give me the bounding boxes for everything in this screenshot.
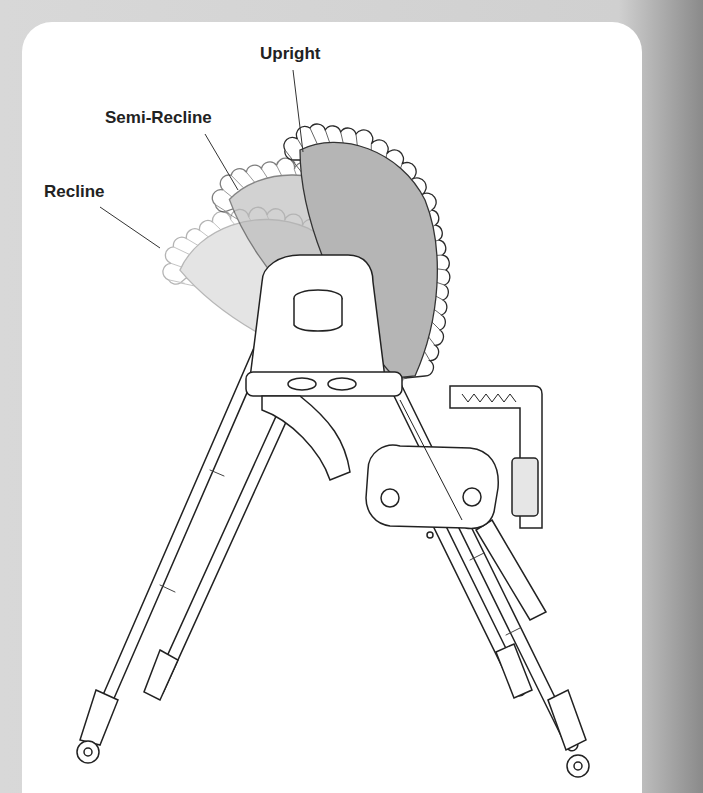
position-label: Semi-Recline bbox=[105, 108, 212, 128]
position-label: Upright bbox=[260, 44, 320, 64]
position-label: Recline bbox=[44, 182, 104, 202]
leader-lines bbox=[100, 70, 303, 248]
legs bbox=[77, 330, 589, 777]
tray-frame bbox=[246, 255, 546, 620]
panel bbox=[22, 22, 642, 793]
